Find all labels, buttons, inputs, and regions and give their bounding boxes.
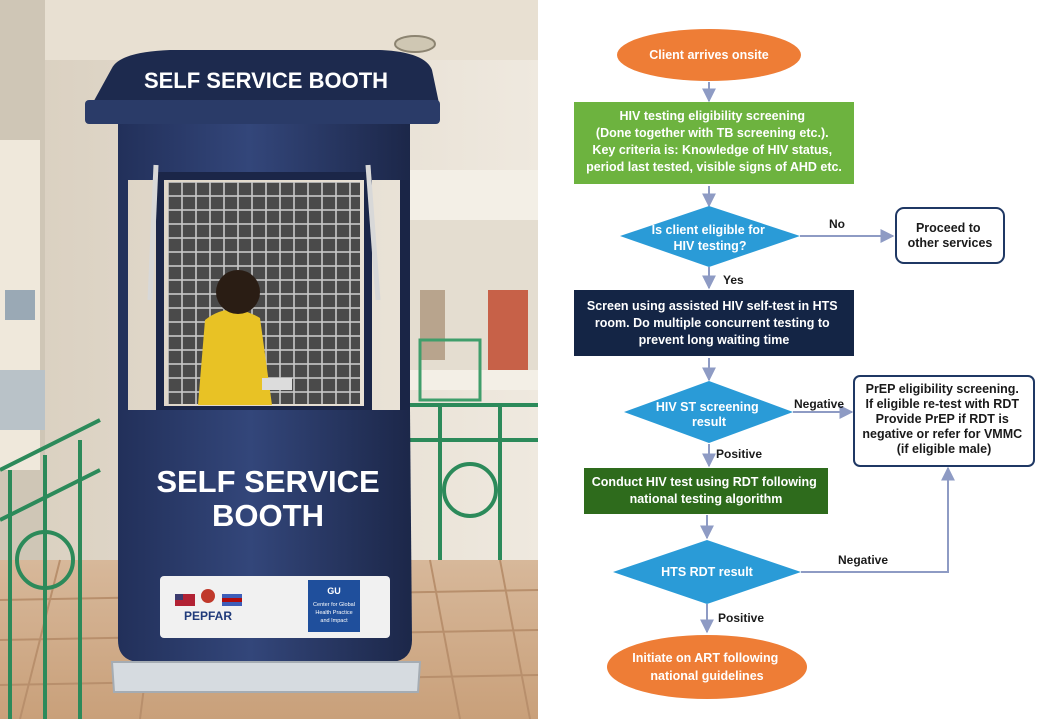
node-rdt-result-line-1: HTS RDT result	[661, 565, 754, 579]
node-eligibility-screening-line-1: HIV testing eligibility screening	[620, 109, 805, 123]
node-eligible-decision-shape	[620, 206, 800, 267]
node-initiate-art: Initiate on ART following national guide…	[607, 635, 807, 699]
node-eligibility-screening-line-4: period last tested, visible signs of AHD…	[586, 160, 842, 174]
gu-logo-line2: Health Practice	[315, 610, 352, 616]
node-start: Client arrives onsite	[617, 29, 801, 81]
upper-railing	[418, 338, 482, 402]
node-prep-eligibility-line-2: If eligible re-test with RDT	[866, 397, 1020, 411]
ceiling-light	[394, 35, 436, 53]
node-start-line-1: Client arrives onsite	[649, 48, 769, 62]
node-prep-eligibility: PrEP eligibility screening. If eligible …	[853, 375, 1035, 467]
node-eligibility-screening-line-2: (Done together with TB screening etc.).	[596, 126, 829, 140]
edge-label-negative-st: Negative	[794, 397, 844, 411]
node-rdt-test-text: Conduct HIV test using RDT following nat…	[592, 475, 820, 506]
node-assisted-self-test-text: Screen using assisted HIV self-test in H…	[587, 299, 841, 347]
node-st-screening-result-line-1: HIV ST screening	[656, 400, 759, 414]
node-assisted-self-test: Screen using assisted HIV self-test in H…	[574, 290, 854, 356]
node-eligibility-screening-text: HIV testing eligibility screening (Done …	[586, 109, 842, 174]
edge-label-positive-st: Positive	[716, 447, 762, 461]
pepfar-logo: PEPFAR	[175, 589, 242, 623]
node-eligible-decision: Is client eligible for HIV testing?	[620, 206, 800, 267]
node-st-screening-result: HIV ST screening result	[624, 381, 793, 443]
node-rdt-test-line-2: national testing algorithm	[630, 492, 783, 506]
connector-rdt-result-to-prep	[801, 466, 955, 573]
booth-photo: SELF SERVICE BOOTH SELF SERVICE BOOTH PE…	[0, 0, 538, 719]
edge-label-negative-rdt: Negative	[838, 553, 888, 567]
node-prep-eligibility-line-3: Provide PrEP if RDT is	[876, 412, 1009, 426]
booth-front-sign-line2: BOOTH	[212, 498, 324, 533]
node-other-services-text: Proceed to other services	[908, 221, 993, 250]
node-eligibility-screening: HIV testing eligibility screening (Done …	[574, 102, 854, 184]
node-assisted-self-test-line-3: prevent long waiting time	[639, 333, 790, 347]
node-initiate-art-shape	[607, 635, 807, 699]
node-eligibility-screening-line-3: Key criteria is: Knowledge of HIV status…	[592, 143, 832, 157]
node-prep-eligibility-line-4: negative or refer for VMMC	[862, 427, 1022, 441]
node-rdt-test-shape	[584, 468, 828, 514]
node-prep-eligibility-line-5: (if eligible male)	[897, 442, 991, 456]
hiv-testing-flowchart: No Yes Negative Positive Negative Positi…	[574, 29, 1035, 699]
node-other-services: Proceed to other services	[895, 207, 1005, 264]
edge-label-yes: Yes	[723, 273, 744, 287]
node-st-screening-result-line-2: result	[692, 415, 727, 429]
node-assisted-self-test-shape	[574, 290, 854, 356]
node-prep-eligibility-text: PrEP eligibility screening. If eligible …	[862, 382, 1025, 456]
node-st-screening-result-text: HIV ST screening result	[656, 400, 762, 429]
node-rdt-result: HTS RDT result	[613, 540, 801, 604]
green-railing	[0, 403, 538, 719]
booth-front-sign-line1: SELF SERVICE	[156, 464, 379, 499]
node-start-text: Client arrives onsite	[649, 48, 769, 62]
node-assisted-self-test-line-2: room. Do multiple concurrent testing to	[595, 316, 830, 330]
node-rdt-result-text: HTS RDT result	[661, 565, 754, 579]
node-rdt-test-line-1: Conduct HIV test using RDT following	[592, 475, 817, 489]
node-eligibility-screening-shape	[574, 102, 854, 184]
edge-label-positive-rdt: Positive	[718, 611, 764, 625]
node-start-shape	[617, 29, 801, 81]
node-prep-eligibility-line-1: PrEP eligibility screening.	[866, 382, 1019, 396]
gu-logo: GU Center for Global Health Practice and…	[308, 580, 360, 632]
connectors	[700, 82, 955, 634]
node-rdt-test: Conduct HIV test using RDT following nat…	[584, 468, 828, 514]
booth-top-sign: SELF SERVICE BOOTH	[144, 68, 388, 93]
edge-label-no: No	[829, 217, 845, 231]
node-prep-eligibility-shape	[853, 375, 1035, 467]
pepfar-logo-text: PEPFAR	[184, 609, 232, 623]
gu-logo-line3: and Impact	[320, 618, 348, 624]
node-other-services-shape	[895, 207, 1005, 264]
node-rdt-result-shape	[613, 540, 801, 604]
node-assisted-self-test-line-1: Screen using assisted HIV self-test in H…	[587, 299, 838, 313]
gu-logo-mark: GU	[327, 586, 341, 596]
node-eligible-decision-line-1: Is client eligible for	[652, 223, 765, 237]
node-initiate-art-line-2: national guidelines	[650, 669, 763, 683]
node-initiate-art-text: Initiate on ART following national guide…	[632, 651, 782, 683]
node-eligible-decision-line-2: HIV testing?	[674, 239, 747, 253]
node-st-screening-result-shape	[624, 381, 793, 443]
gu-logo-line1: Center for Global	[313, 602, 355, 608]
node-initiate-art-line-1: Initiate on ART following	[632, 651, 778, 665]
node-eligible-decision-text: Is client eligible for HIV testing?	[652, 223, 769, 253]
node-other-services-line-1: Proceed to	[916, 221, 981, 235]
node-other-services-line-2: other services	[908, 236, 993, 250]
